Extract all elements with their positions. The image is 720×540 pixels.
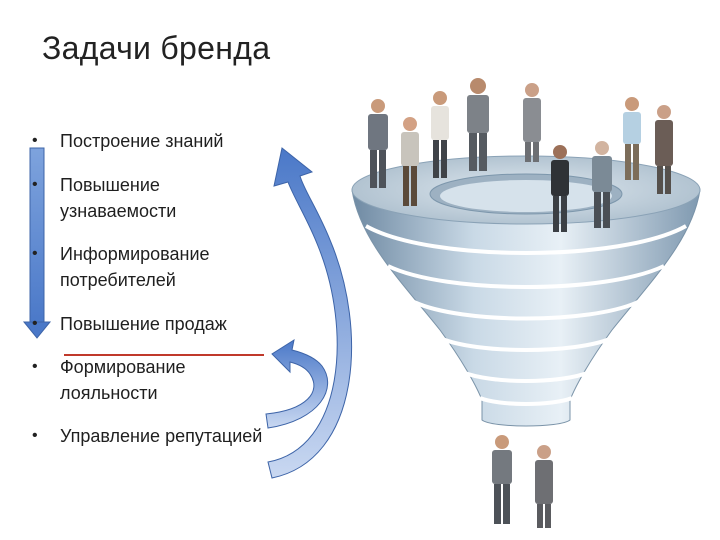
bullet-icon: • — [32, 315, 38, 332]
list-item-label: Управление репутацией — [60, 426, 263, 446]
bullet-icon: • — [32, 176, 38, 193]
people-group-top-icon — [368, 78, 673, 232]
divider-line — [64, 354, 264, 356]
bullet-icon: • — [32, 132, 38, 149]
down-arrow-icon — [22, 147, 52, 339]
people-group-bottom-icon — [492, 435, 553, 528]
list-item-label: Повышение узнаваемости — [60, 175, 177, 221]
small-curved-arrow-icon — [265, 338, 329, 429]
list-item: • Повышение узнаваемости — [30, 172, 240, 224]
bullet-icon: • — [32, 427, 38, 444]
list-item-label: Информирование потребителей — [60, 244, 210, 290]
list-item-label: Повышение продаж — [60, 314, 227, 334]
list-item: • Формирование лояльности — [30, 354, 260, 406]
list-item-label: Построение знаний — [60, 131, 224, 151]
list-item: • Информирование потребителей — [30, 241, 280, 293]
page-title: Задачи бренда — [42, 30, 271, 66]
bullet-icon: • — [32, 358, 38, 375]
list-item: • Повышение продаж — [30, 311, 227, 337]
list-item: • Построение знаний — [30, 128, 224, 154]
list-item: • Управление репутацией — [30, 423, 262, 449]
large-curved-arrow-icon — [267, 147, 352, 479]
list-item-label: Формирование лояльности — [60, 357, 186, 403]
bullet-icon: • — [32, 245, 38, 262]
